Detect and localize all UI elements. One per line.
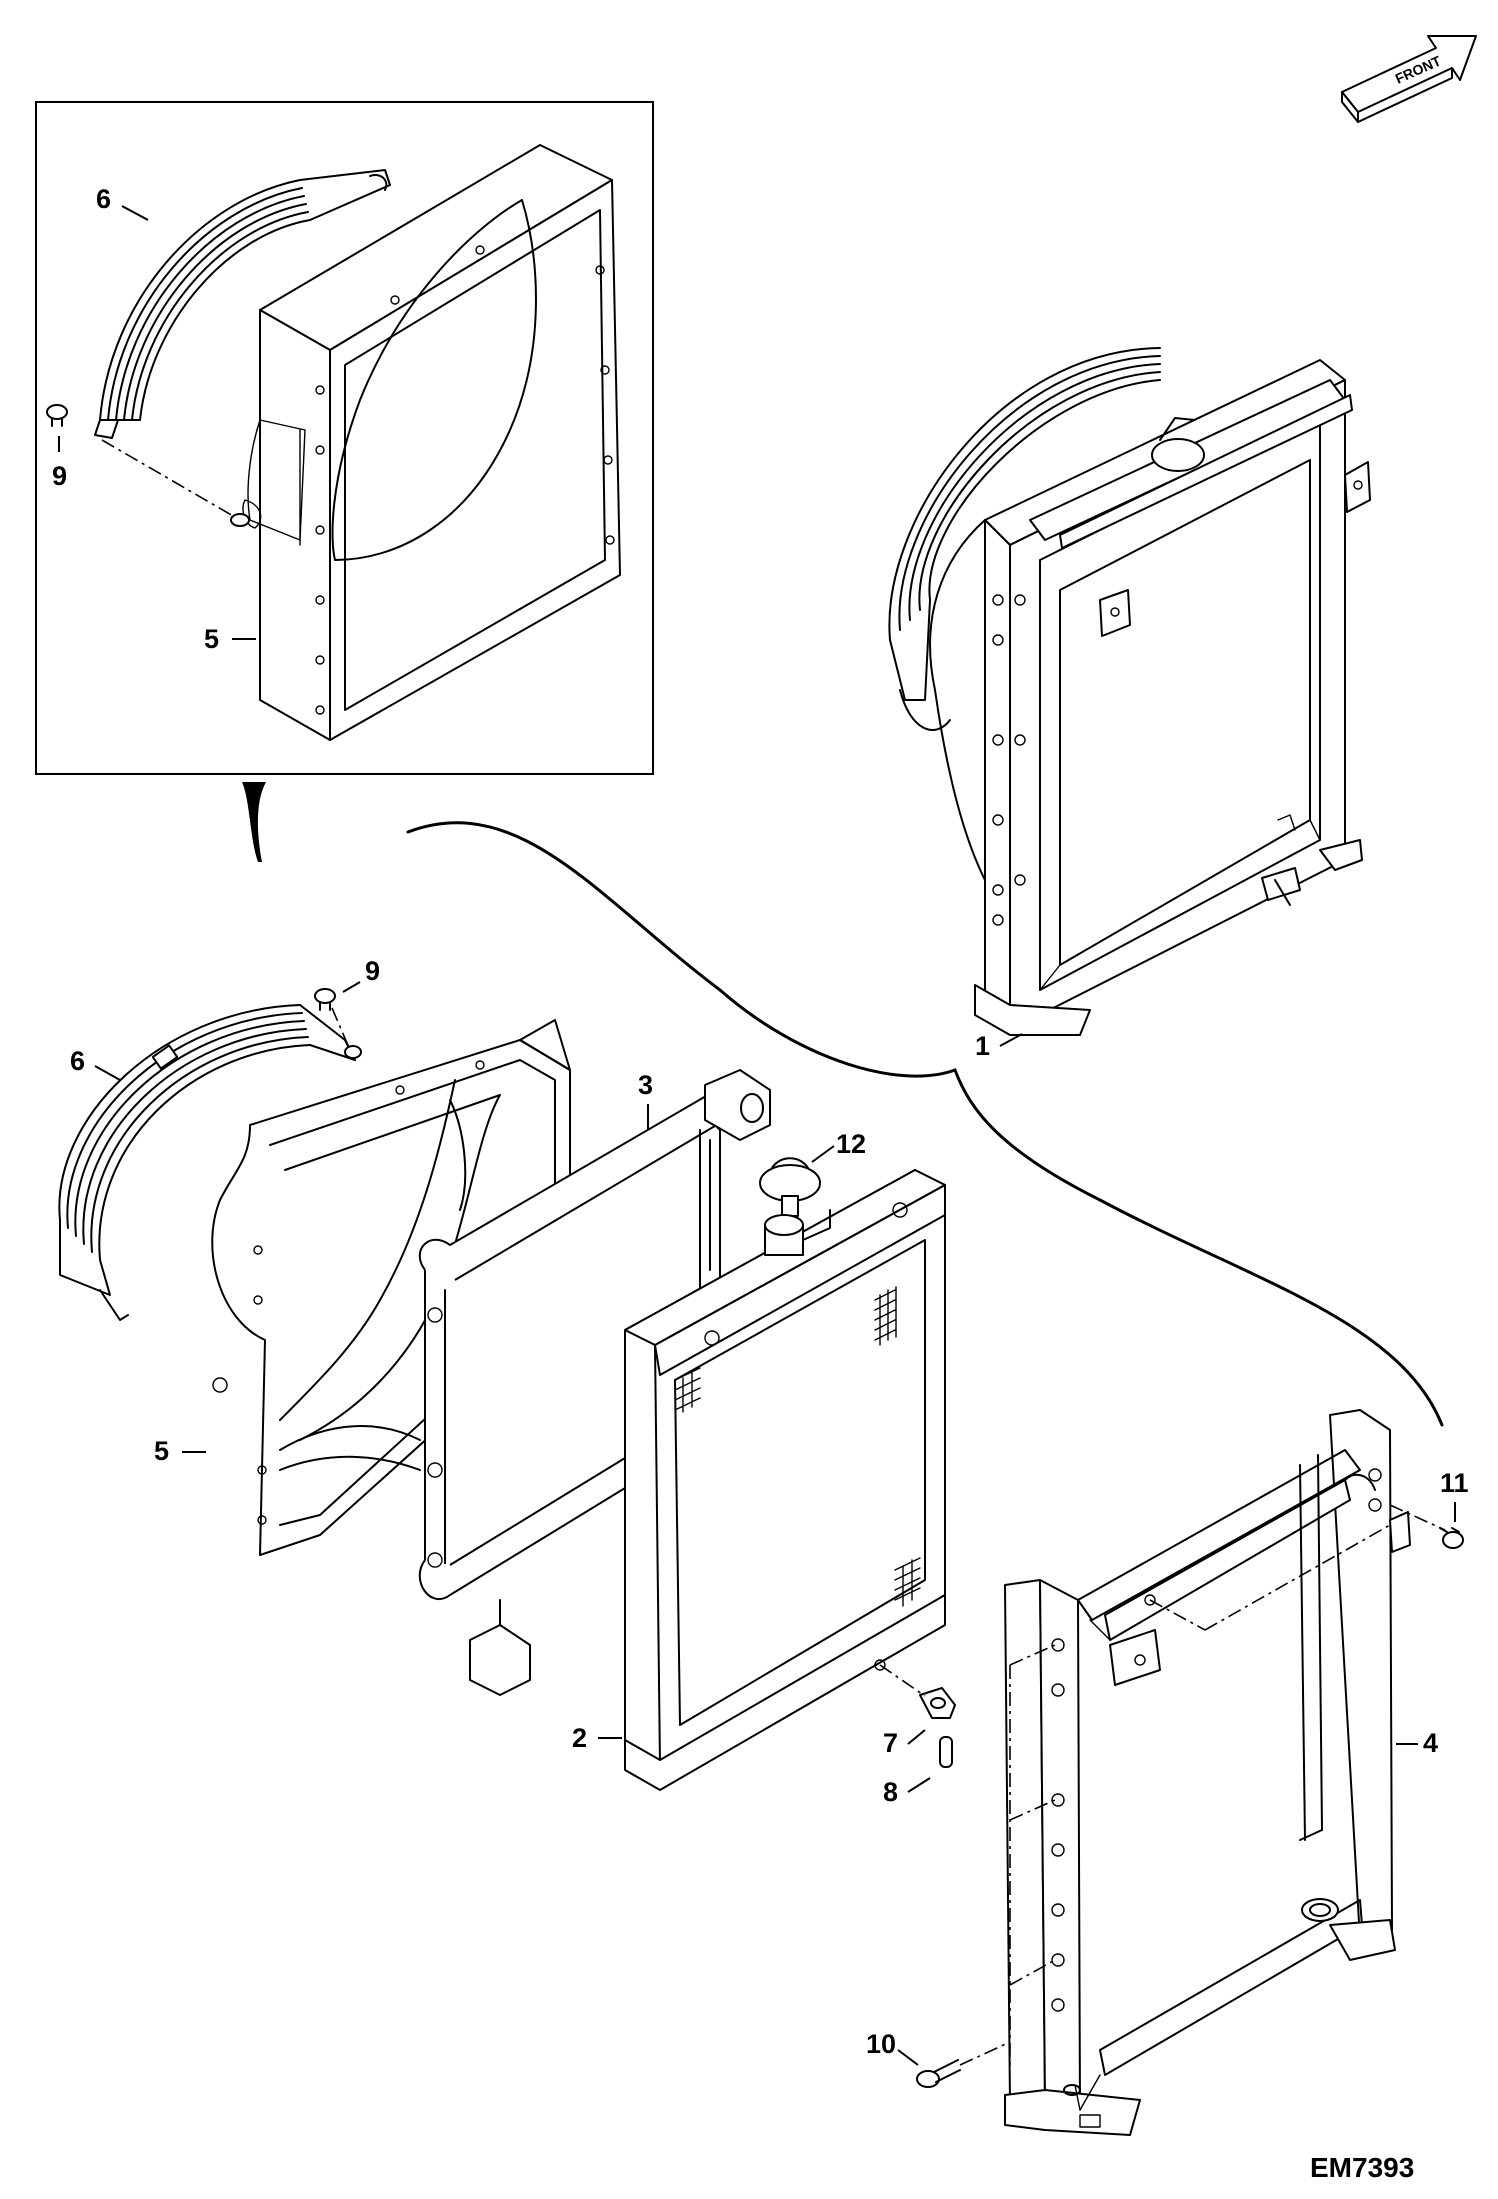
radiator-core-hatching [674, 1286, 921, 1607]
exploded-radiator [624, 1169, 946, 1791]
callout-9-exploded: 9 [365, 956, 380, 986]
inset-bolt [46, 404, 68, 452]
callout-3: 3 [638, 1070, 653, 1100]
exploded-radiator-cap [759, 1157, 821, 1217]
callout-5-exploded: 5 [154, 1436, 169, 1466]
relation-curve [406, 821, 1444, 1427]
callout-10: 10 [866, 2029, 896, 2059]
inset-shroud-bolt-holes [315, 245, 615, 715]
callout-4: 4 [1423, 1728, 1438, 1758]
assembled-cooling-unit [888, 347, 1371, 1036]
frame-alignment-lines [1009, 1504, 1446, 2065]
callout-6-exploded: 6 [70, 1046, 85, 1076]
exploded-fan-shroud-half [58, 1004, 362, 1321]
inset-shroud [242, 144, 621, 741]
drawing-code: EM7393 [1310, 2152, 1414, 2183]
exploded-pin [939, 1736, 953, 1768]
callout-11: 11 [1440, 1468, 1469, 1498]
exploded-shroud [211, 1019, 571, 1556]
inset-callout-6: 6 [96, 184, 111, 214]
inset-callout-9: 9 [52, 461, 67, 491]
callout-7: 7 [883, 1728, 898, 1758]
inset-fan-shroud-half [94, 169, 391, 439]
inset-detail-box: 6 9 5 [35, 101, 654, 775]
exploded-frame-bolt-11 [1439, 1502, 1464, 1549]
front-direction-arrow: FRONT [1341, 35, 1477, 123]
exploded-frame [1004, 1409, 1411, 2136]
callout-2: 2 [572, 1723, 587, 1753]
inset-callout-5: 5 [204, 624, 219, 654]
exploded-bolt-9 [314, 988, 336, 1011]
exploded-clip [919, 1687, 956, 1719]
inset-pointer [242, 782, 266, 862]
callout-8: 8 [883, 1777, 898, 1807]
exploded-bottom-bolt-10 [916, 2059, 961, 2088]
callout-12: 12 [836, 1129, 866, 1159]
callout-1: 1 [975, 1031, 990, 1061]
